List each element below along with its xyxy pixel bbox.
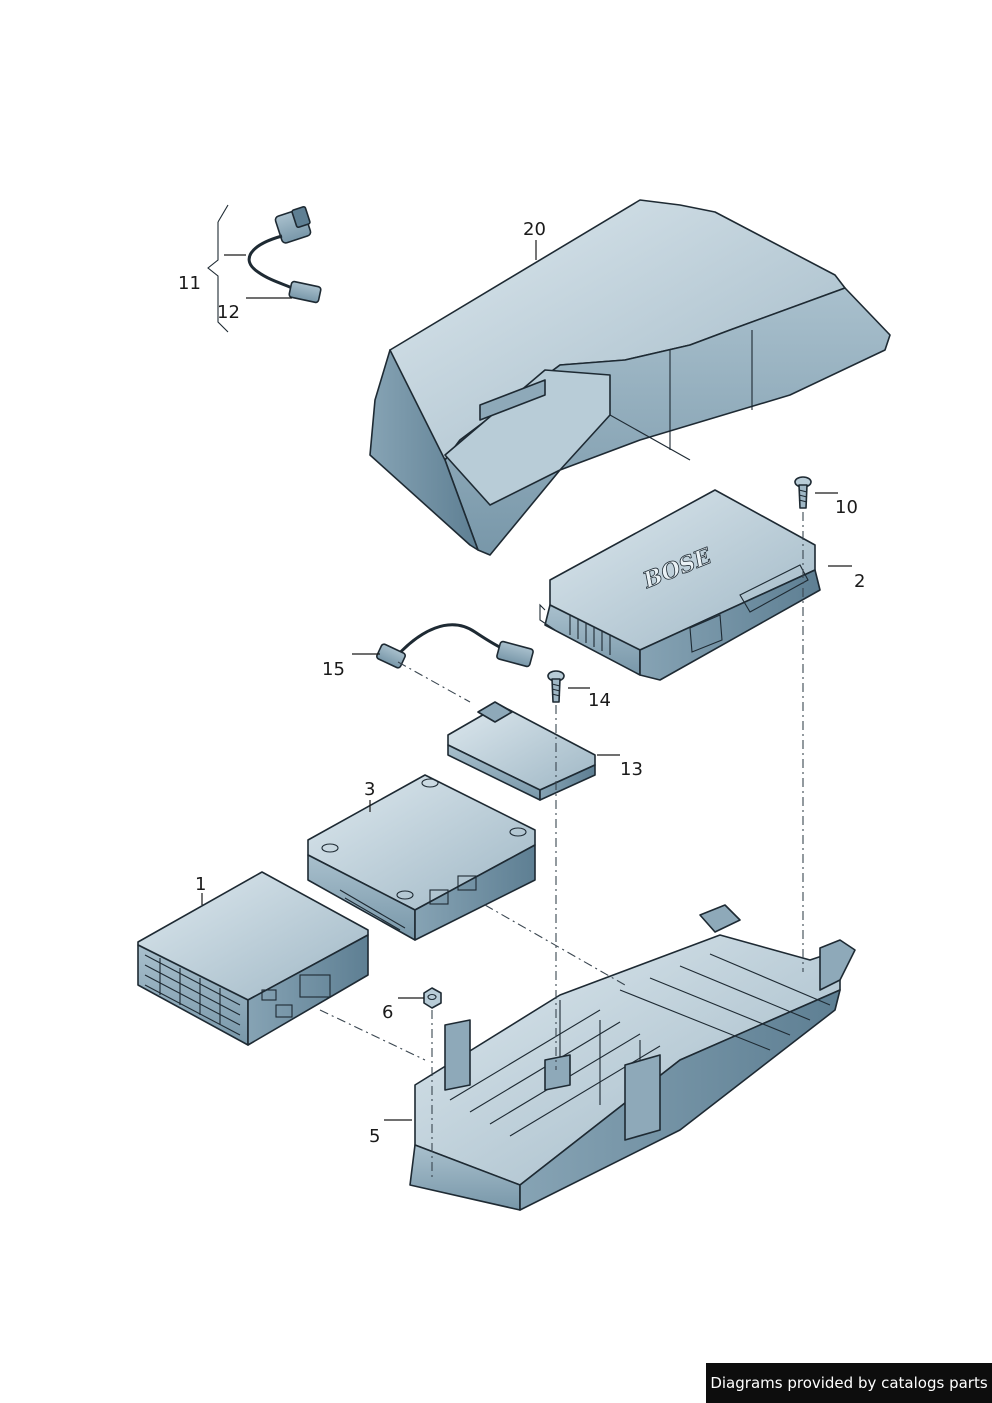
callout-6: 6 <box>382 1002 393 1023</box>
callout-3: 3 <box>364 779 375 800</box>
part-14-screw <box>547 670 565 703</box>
part-3-tuner-box <box>307 774 536 941</box>
callout-leaders <box>201 240 852 1121</box>
callout-12: 12 <box>217 302 240 323</box>
callout-1: 1 <box>195 874 206 895</box>
amplifier-vents <box>569 615 611 655</box>
callout-13: 13 <box>620 759 643 780</box>
callout-2: 2 <box>854 571 865 592</box>
callout-5: 5 <box>369 1126 380 1147</box>
assembly-guide-lines <box>319 512 804 1178</box>
part-11-12-cable-harness <box>207 204 322 333</box>
callout-20: 20 <box>523 219 546 240</box>
part-10-screw <box>794 476 812 509</box>
credit-banner: Diagrams provided by catalogs parts <box>706 1363 992 1403</box>
head-unit-vent-grid <box>144 954 241 1036</box>
part-6-nut <box>423 987 442 1009</box>
callout-labels: 20 10 2 11 12 15 14 13 3 1 6 5 <box>178 219 865 1147</box>
callout-10: 10 <box>835 497 858 518</box>
callout-15: 15 <box>322 659 345 680</box>
part-1-head-unit <box>137 871 369 1046</box>
part-5-mounting-frame <box>409 904 856 1211</box>
part-20-console-cover <box>369 199 891 556</box>
callout-14: 14 <box>588 690 611 711</box>
part-2-amplifier: BOSE <box>539 489 821 681</box>
part-13-module <box>447 701 596 801</box>
part-15-antenna-cable <box>376 623 534 669</box>
callout-11: 11 <box>178 273 201 294</box>
